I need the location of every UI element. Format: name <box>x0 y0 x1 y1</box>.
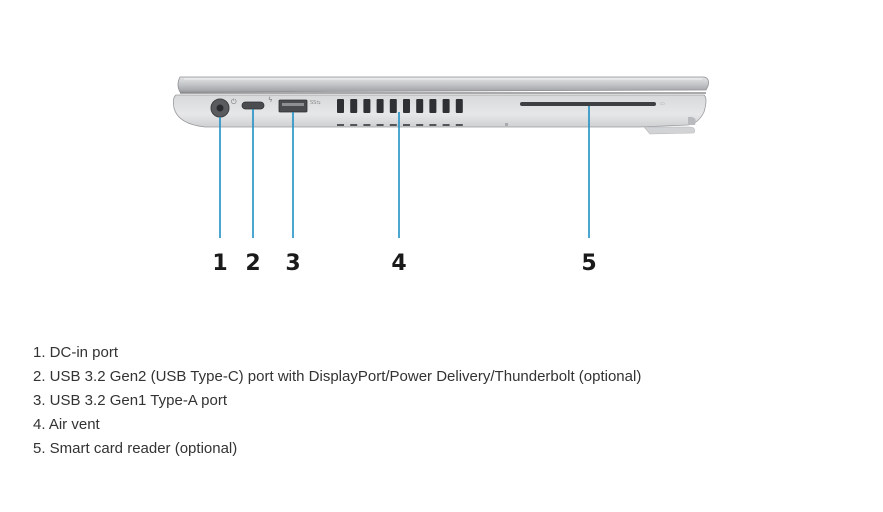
air-vent-lower-slot <box>350 124 358 126</box>
air-vent-slot <box>363 99 371 113</box>
air-vent-slot <box>442 99 450 113</box>
callout-number-3: 3 <box>285 251 300 276</box>
air-vent-lower-slot <box>337 124 344 126</box>
leader-lines <box>219 106 590 238</box>
air-vent-lower-slot <box>416 124 424 126</box>
legend-item-usb-type-a: 3. USB 3.2 Gen1 Type-A port <box>33 392 228 409</box>
air-vent-lower-slot <box>363 124 371 126</box>
laptop-lid <box>177 76 709 93</box>
legend-item-air-vent: 4. Air vent <box>33 416 100 433</box>
status-light <box>505 123 508 126</box>
air-vent-lower-slot <box>455 124 463 126</box>
usb-ss-icon: SS⇆ <box>310 100 321 106</box>
legend-item-dc-in: 1. DC-in port <box>33 344 119 361</box>
air-vent-lower-slot <box>376 124 384 126</box>
callout-number-4: 4 <box>391 251 406 276</box>
legend-item-smart-card-reader: 5. Smart card reader (optional) <box>33 440 238 457</box>
air-vent-slots <box>337 99 463 113</box>
air-vent-lower-slots <box>337 124 463 126</box>
dc-in-icon: ⏻ <box>231 98 237 106</box>
laptop-rear-bumper <box>688 116 696 125</box>
air-vent-lower-slot <box>403 124 410 126</box>
air-vent-slot <box>350 99 358 113</box>
usb-type-c-port <box>241 101 265 110</box>
air-vent-slot <box>376 99 384 113</box>
callout-number-5: 5 <box>581 251 596 276</box>
air-vent-slot <box>403 99 410 113</box>
dc-in-port-pin <box>216 104 224 112</box>
laptop-foot <box>643 126 695 135</box>
callout-number-2: 2 <box>245 251 260 276</box>
air-vent-slot <box>416 99 424 113</box>
smart-card-icon: ▭ <box>660 101 665 107</box>
legend-item-usb-type-c: 2. USB 3.2 Gen2 (USB Type-C) port with D… <box>33 368 642 385</box>
usb-type-a-tongue <box>282 103 304 106</box>
laptop-side-view-diagram: ⏻ ϟ SS⇆ ▭ 1 2 3 4 5 <box>172 76 709 276</box>
callout-number-1: 1 <box>212 251 227 276</box>
air-vent-slot <box>429 99 437 113</box>
air-vent-slot <box>455 99 463 113</box>
air-vent-lower-slot <box>429 124 437 126</box>
air-vent-lower-slot <box>442 124 450 126</box>
air-vent-slot <box>337 99 344 113</box>
air-vent-slot <box>389 99 397 113</box>
smart-card-reader-slot <box>520 102 656 106</box>
ports-legend-list: 1. DC-in port 2. USB 3.2 Gen2 (USB Type-… <box>33 341 641 461</box>
thunderbolt-icon: ϟ <box>268 96 273 104</box>
air-vent-lower-slot <box>389 124 397 126</box>
